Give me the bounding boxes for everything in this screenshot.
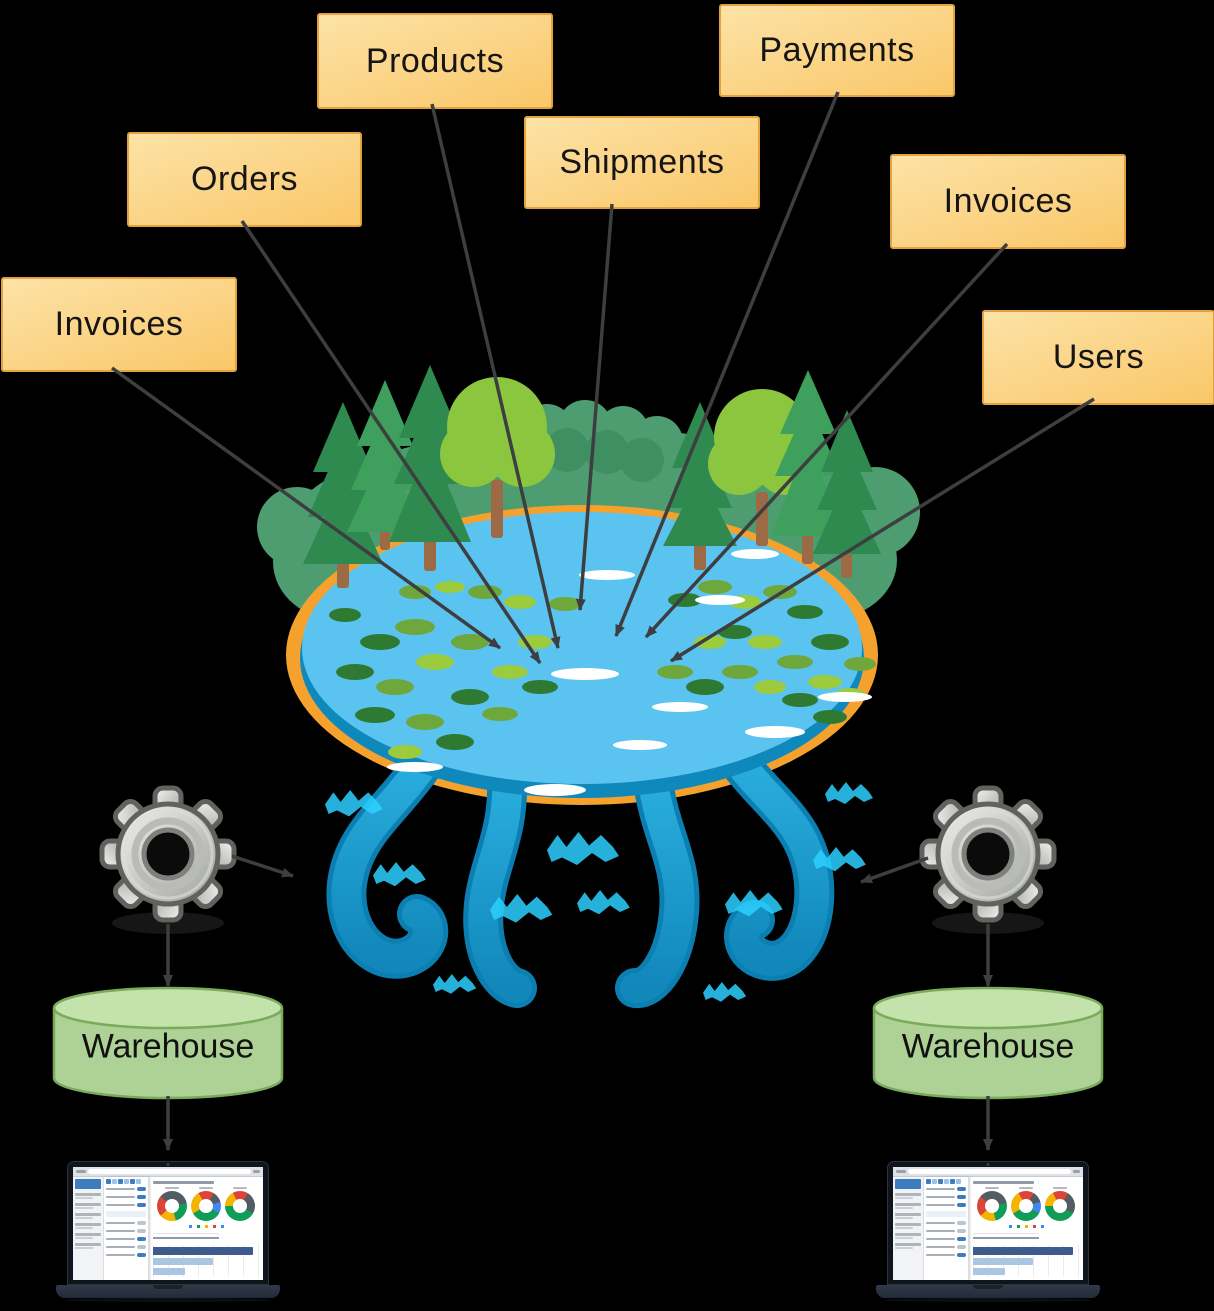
browser-menu-icon: [1073, 1170, 1080, 1173]
warehouse-left: Warehouse: [50, 984, 286, 1106]
warehouse-label: Warehouse: [901, 1027, 1075, 1066]
outflow-streams: [326, 740, 835, 1008]
donut-charts-row: [153, 1187, 259, 1221]
toggle-on-icon: [957, 1237, 966, 1241]
bar: [153, 1268, 185, 1275]
sidebar-item-selected: [75, 1179, 101, 1189]
toggle-on-icon: [137, 1237, 146, 1241]
laptop-screen: [887, 1161, 1089, 1285]
bar: [973, 1258, 1034, 1265]
database-cylinder-icon: [872, 986, 1104, 1100]
gear-icon: [919, 785, 1057, 934]
source-box-products: Products: [317, 13, 553, 109]
toggle-on-icon: [137, 1253, 146, 1257]
bar: [153, 1258, 214, 1265]
toggle-on-icon: [137, 1203, 146, 1207]
chart-title-skeleton: [973, 1181, 1035, 1184]
dashboard-display: [893, 1167, 1083, 1280]
laptop-dashboard-right: [876, 1157, 1100, 1307]
panel-toolbar: [106, 1179, 146, 1184]
dashboard-sidebar: [73, 1177, 104, 1280]
chart-legend: [153, 1225, 259, 1228]
donut-chart: [1045, 1191, 1075, 1221]
panel-toolbar: [926, 1179, 966, 1184]
arrow-gear-left-to-stream: [231, 854, 294, 878]
toggle-on-icon: [957, 1195, 966, 1199]
source-label: Users: [1052, 338, 1145, 376]
source-box-orders: Orders: [127, 132, 362, 227]
source-label: Payments: [759, 31, 915, 69]
toggle-off-icon: [137, 1245, 146, 1249]
data-lake-illustration: [257, 365, 920, 1008]
warehouse-right: Warehouse: [870, 984, 1106, 1106]
bar: [973, 1268, 1005, 1275]
source-label: Invoices: [54, 305, 184, 343]
toggle-on-icon: [137, 1195, 146, 1199]
dashboard-sidebar: [893, 1177, 924, 1280]
toggle-on-icon: [957, 1187, 966, 1191]
source-label: Products: [365, 41, 505, 80]
toggle-off-icon: [137, 1221, 146, 1225]
source-box-shipments: Shipments: [524, 116, 760, 209]
source-box-users: Users: [982, 310, 1214, 405]
database-cylinder-icon: [52, 986, 284, 1100]
source-box-invoices-right: Invoices: [890, 154, 1126, 249]
gear-icon: [99, 785, 237, 934]
panel-selected-row: [106, 1211, 146, 1217]
toggle-off-icon: [957, 1221, 966, 1225]
chart-title-skeleton: [153, 1233, 219, 1242]
browser-bar: [893, 1167, 1083, 1177]
chart-legend: [973, 1225, 1079, 1228]
bar-chart: [973, 1245, 1079, 1277]
toggle-on-icon: [957, 1203, 966, 1207]
bar-chart: [153, 1245, 259, 1277]
source-label: Invoices: [943, 182, 1073, 220]
sidebar-item-selected: [895, 1179, 921, 1189]
settings-panel: [104, 1177, 149, 1280]
bar: [973, 1247, 1073, 1255]
dashboard-main: [969, 1177, 1083, 1280]
bar: [153, 1247, 253, 1255]
dashboard-display: [73, 1167, 263, 1280]
donut-chart: [1011, 1191, 1041, 1221]
address-bar: [908, 1169, 1071, 1174]
toggle-on-icon: [137, 1187, 146, 1191]
laptop-dashboard-left: [56, 1157, 280, 1307]
donut-chart: [157, 1191, 187, 1221]
laptop-base: [56, 1285, 280, 1302]
browser-bar: [73, 1167, 263, 1177]
source-box-payments: Payments: [719, 4, 955, 97]
laptop-screen: [67, 1161, 269, 1285]
browser-menu-icon: [253, 1170, 260, 1173]
settings-panel: [924, 1177, 969, 1280]
chart-title-skeleton: [153, 1181, 215, 1184]
toggle-off-icon: [957, 1229, 966, 1233]
window-controls-icon: [76, 1170, 86, 1173]
donut-charts-row: [973, 1187, 1079, 1221]
window-controls-icon: [896, 1170, 906, 1173]
webcam-dot-icon: [986, 1163, 990, 1166]
source-label: Orders: [191, 160, 298, 198]
dashboard-main: [149, 1177, 263, 1280]
panel-selected-row: [926, 1211, 966, 1217]
donut-chart: [977, 1191, 1007, 1221]
warehouse-label: Warehouse: [81, 1027, 255, 1066]
webcam-dot-icon: [166, 1163, 170, 1166]
donut-chart: [225, 1191, 255, 1221]
chart-title-skeleton: [973, 1233, 1039, 1242]
address-bar: [88, 1169, 251, 1174]
toggle-off-icon: [957, 1245, 966, 1249]
toggle-on-icon: [957, 1253, 966, 1257]
source-box-invoices-left: Invoices: [1, 277, 237, 372]
source-label: Shipments: [559, 143, 725, 181]
laptop-base: [876, 1285, 1100, 1302]
donut-chart: [191, 1191, 221, 1221]
toggle-off-icon: [137, 1229, 146, 1233]
